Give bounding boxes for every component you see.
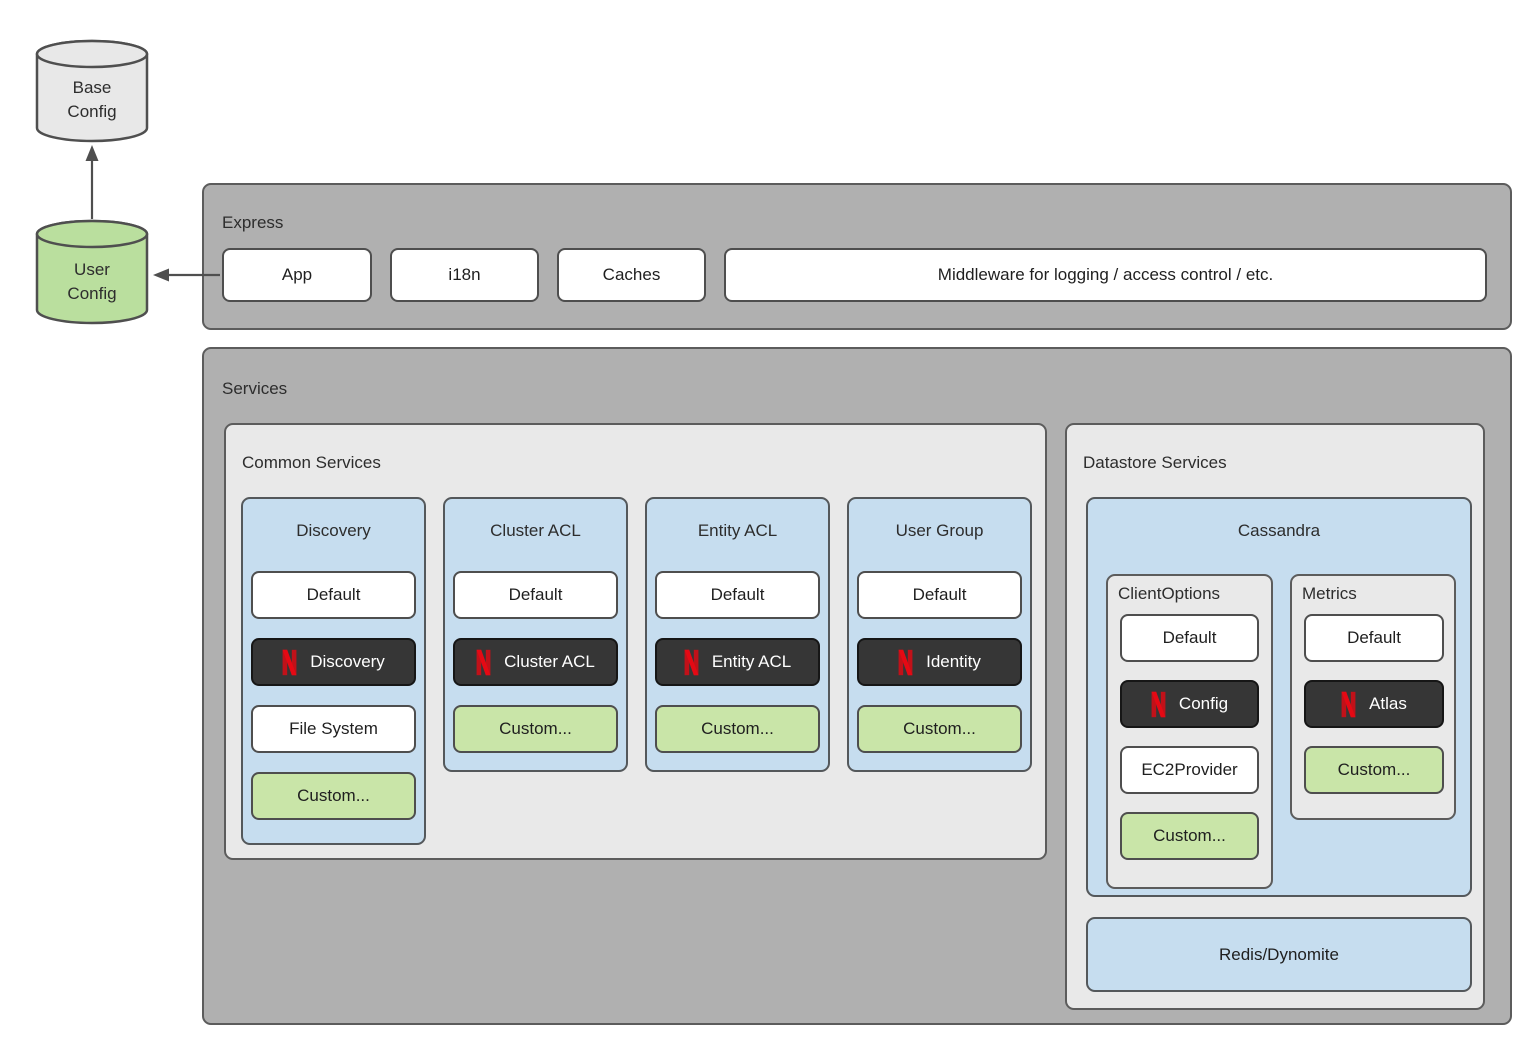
services-title: Services: [222, 379, 288, 398]
clientoptions-group: ClientOptions Default Config EC2Provider: [1106, 574, 1273, 889]
impl-label: Custom...: [1153, 826, 1226, 845]
clientoptions-title: ClientOptions: [1118, 584, 1221, 603]
impl-box-netflix-discovery: Discovery: [251, 638, 416, 686]
column-discovery-title: Discovery: [296, 521, 371, 540]
impl-label: Default: [1347, 628, 1401, 647]
impl-box-default: Default: [1120, 614, 1259, 662]
impl-label: File System: [289, 719, 378, 738]
netflix-n-icon: [476, 649, 491, 676]
impl-box-custom: Custom...: [655, 705, 820, 753]
impl-box-default: Default: [857, 571, 1022, 619]
impl-box-default: Default: [453, 571, 618, 619]
column-user-group: User Group Default Identity Custom...: [847, 497, 1032, 772]
services-container: Services Common Services Discovery Defau…: [202, 347, 1512, 1025]
base-config-label: Base Config: [36, 76, 148, 124]
impl-box-netflix-identity: Identity: [857, 638, 1022, 686]
impl-label: Custom...: [297, 786, 370, 805]
arrow-user-to-base: [85, 145, 99, 219]
user-config-line2: Config: [67, 284, 117, 303]
cassandra-title: Cassandra: [1237, 521, 1321, 540]
impl-label: Default: [508, 585, 563, 604]
datastore-services-panel: Datastore Services Cassandra ClientOptio…: [1065, 423, 1485, 1010]
impl-label: Config: [1178, 694, 1229, 713]
impl-box-netflix-config: Config: [1120, 680, 1259, 728]
column-cluster-acl: Cluster ACL Default Cluster ACL Custom..…: [443, 497, 628, 772]
express-caches-label: Caches: [602, 265, 661, 284]
impl-label: Custom...: [499, 719, 572, 738]
common-services-panel: Common Services Discovery Default Discov…: [224, 423, 1047, 860]
express-i18n-box: i18n: [390, 248, 539, 302]
impl-label: Discovery: [310, 652, 385, 671]
impl-box-custom: Custom...: [251, 772, 416, 820]
impl-box-netflix-entity-acl: Entity ACL: [655, 638, 820, 686]
impl-label: Default: [1162, 628, 1217, 647]
express-container: Express App i18n Caches Middleware for l…: [202, 183, 1512, 330]
column-cluster-acl-title: Cluster ACL: [490, 521, 581, 540]
cassandra-box: Cassandra ClientOptions Default Config: [1086, 497, 1472, 897]
netflix-n-icon: [684, 649, 699, 676]
base-config-line2: Config: [67, 102, 117, 121]
impl-label: Custom...: [701, 719, 774, 738]
impl-label: Default: [710, 585, 765, 604]
express-middleware-box: Middleware for logging / access control …: [724, 248, 1487, 302]
impl-label: Default: [912, 585, 967, 604]
datastore-services-title: Datastore Services: [1083, 453, 1227, 472]
impl-box-default: Default: [251, 571, 416, 619]
express-app-label: App: [281, 265, 313, 284]
impl-label: Custom...: [1337, 760, 1411, 779]
column-discovery: Discovery Default Discovery File System …: [241, 497, 426, 845]
impl-box-filesystem: File System: [251, 705, 416, 753]
impl-label: Default: [306, 585, 361, 604]
column-entity-acl: Entity ACL Default Entity ACL Custom...: [645, 497, 830, 772]
redis-dynomite-label: Redis/Dynomite: [1219, 944, 1339, 964]
impl-box-default: Default: [655, 571, 820, 619]
impl-label: EC2Provider: [1141, 760, 1238, 779]
netflix-n-icon: [1151, 691, 1166, 718]
base-config-line1: Base: [72, 78, 112, 97]
impl-box-custom: Custom...: [1120, 812, 1259, 860]
column-user-group-title: User Group: [895, 521, 984, 540]
express-i18n-label: i18n: [448, 265, 481, 284]
metrics-group: Metrics Default Atlas Custom...: [1290, 574, 1456, 820]
impl-label: Cluster ACL: [504, 652, 595, 671]
redis-dynomite-box: Redis/Dynomite: [1086, 917, 1472, 992]
impl-box-ec2provider: EC2Provider: [1120, 746, 1259, 794]
express-title: Express: [222, 213, 284, 232]
express-caches-box: Caches: [557, 248, 706, 302]
express-app-box: App: [222, 248, 372, 302]
impl-box-netflix-cluster-acl: Cluster ACL: [453, 638, 618, 686]
impl-label: Atlas: [1369, 694, 1407, 713]
impl-box-custom: Custom...: [1304, 746, 1444, 794]
netflix-n-icon: [1341, 691, 1356, 718]
user-config-line1: User: [74, 260, 110, 279]
impl-label: Custom...: [903, 719, 976, 738]
column-entity-acl-title: Entity ACL: [697, 521, 778, 540]
express-middleware-label: Middleware for logging / access control …: [937, 265, 1274, 284]
impl-box-custom: Custom...: [857, 705, 1022, 753]
impl-box-default: Default: [1304, 614, 1444, 662]
user-config-label: User Config: [36, 258, 148, 306]
common-services-title: Common Services: [242, 453, 381, 472]
impl-box-netflix-atlas: Atlas: [1304, 680, 1444, 728]
netflix-n-icon: [282, 649, 297, 676]
netflix-n-icon: [898, 649, 913, 676]
impl-label: Entity ACL: [711, 652, 792, 671]
impl-label: Identity: [926, 652, 981, 671]
metrics-title: Metrics: [1302, 584, 1357, 603]
impl-box-custom: Custom...: [453, 705, 618, 753]
